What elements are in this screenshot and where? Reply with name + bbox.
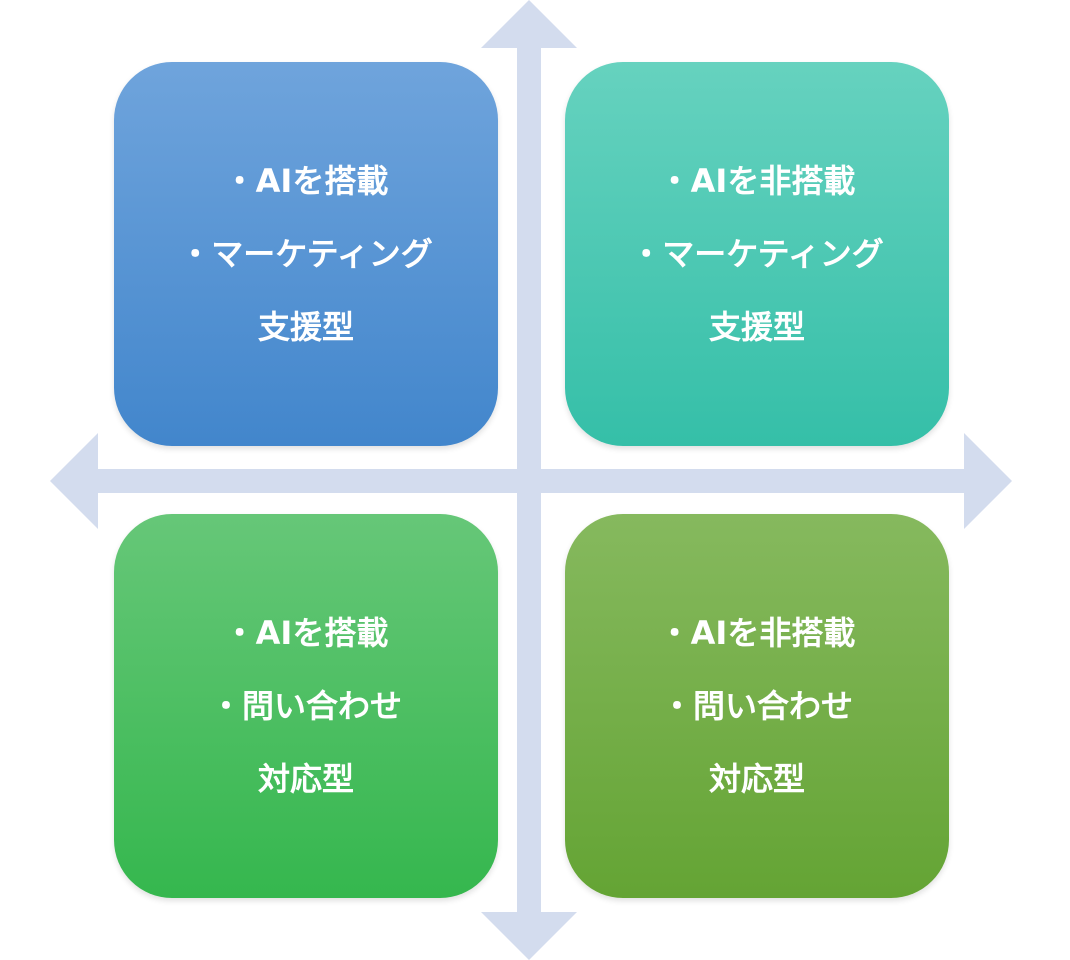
quadrant-line: ・AIを非搭載 (658, 613, 856, 652)
quadrant-bottom-right: ・AIを非搭載 ・問い合わせ 対応型 (565, 514, 949, 898)
quadrant-line: ・マーケティング (179, 234, 433, 273)
quadrant-top-left: ・AIを搭載 ・マーケティング 支援型 (114, 62, 498, 446)
right-arrowhead (964, 433, 1012, 529)
quadrant-line: ・マーケティング (630, 234, 884, 273)
quadrant-line: ・AIを搭載 (223, 161, 389, 200)
quadrant-line: ・AIを搭載 (223, 613, 389, 652)
quadrant-bottom-left: ・AIを搭載 ・問い合わせ 対応型 (114, 514, 498, 898)
quadrant-line: 支援型 (257, 307, 354, 346)
quadrant-line: 対応型 (257, 759, 354, 798)
down-arrowhead (481, 912, 577, 960)
quadrant-top-right: ・AIを非搭載 ・マーケティング 支援型 (565, 62, 949, 446)
left-arrowhead (50, 433, 98, 529)
up-arrowhead (481, 0, 577, 48)
quadrant-line: ・問い合わせ (209, 686, 402, 725)
quadrant-line: ・問い合わせ (660, 686, 853, 725)
quadrant-line: ・AIを非搭載 (658, 161, 856, 200)
quadrant-line: 対応型 (708, 759, 805, 798)
horizontal-axis (98, 469, 964, 493)
quadrant-line: 支援型 (708, 307, 805, 346)
